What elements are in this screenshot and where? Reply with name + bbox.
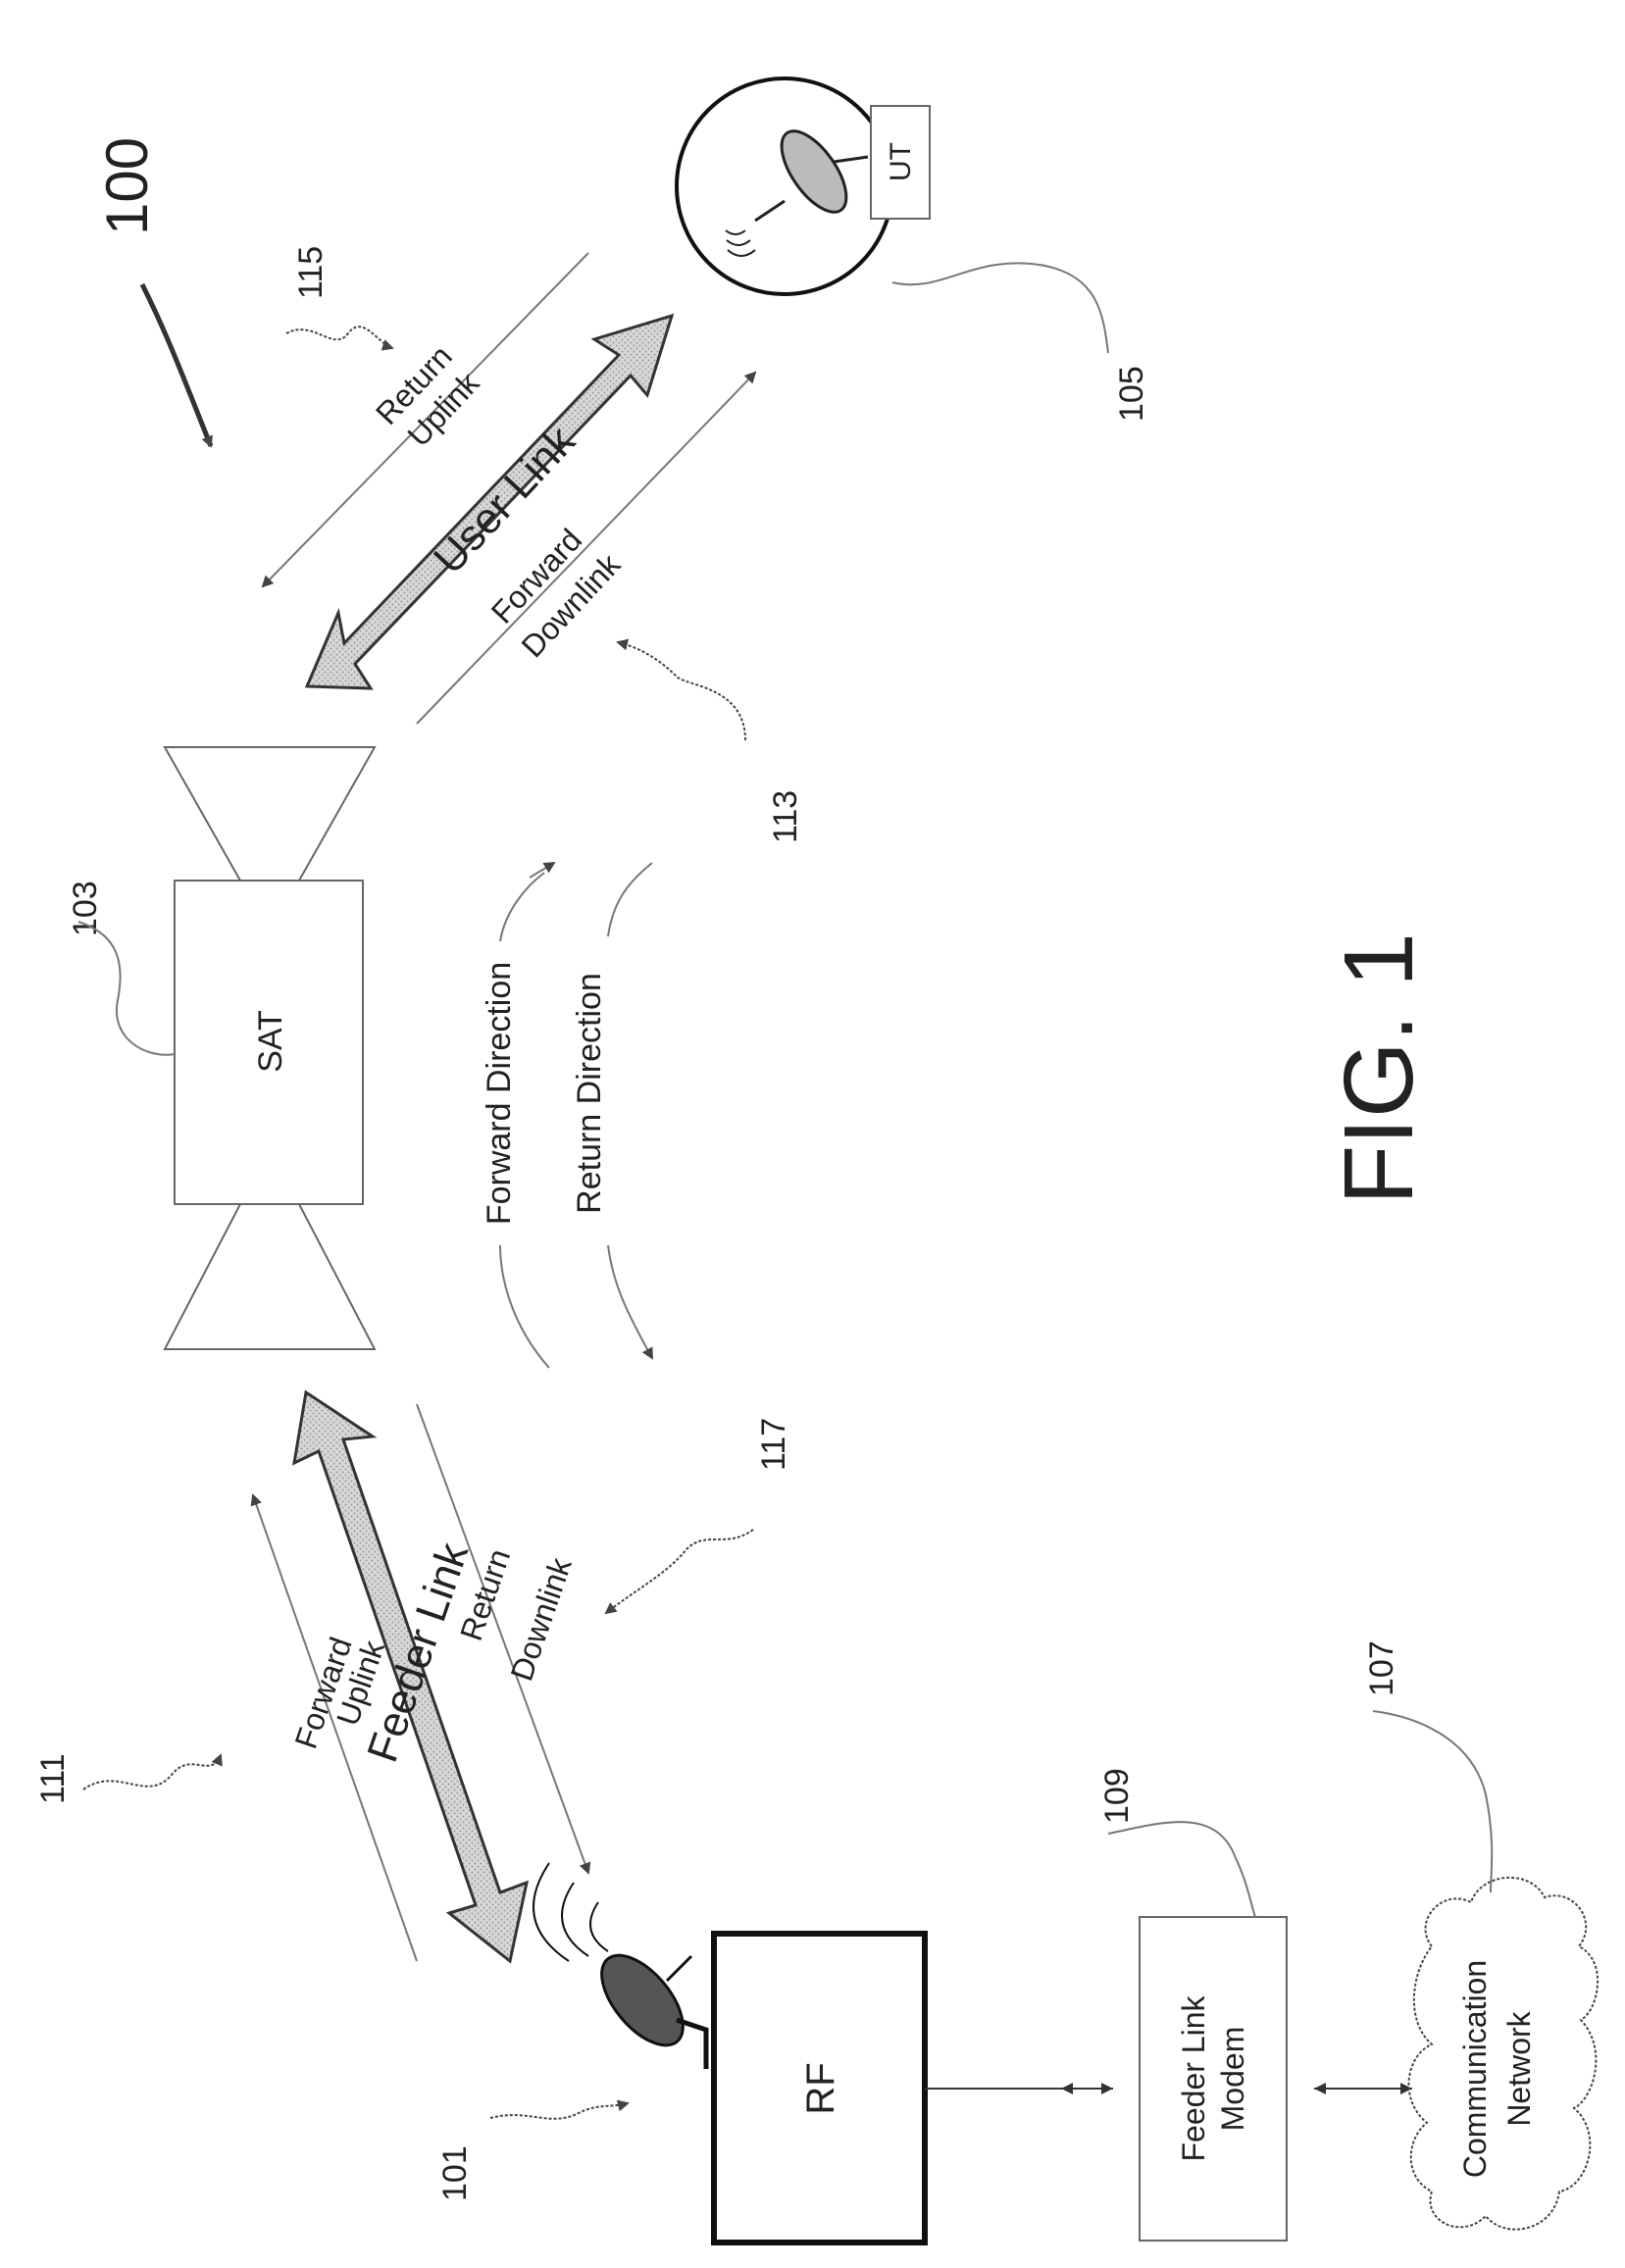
return-downlink-ref: 117 bbox=[755, 1418, 792, 1471]
return-downlink-label-2: Downlink bbox=[503, 1552, 579, 1685]
system-ref-label: 100 bbox=[94, 137, 160, 235]
network-label-2: Network bbox=[1501, 2010, 1537, 2126]
modem-ref: 109 bbox=[1098, 1768, 1136, 1824]
forward-uplink-ref-arrow bbox=[83, 1755, 221, 1789]
return-downlink-ref-arrow bbox=[606, 1530, 753, 1613]
return-uplink-ref-arrow bbox=[286, 327, 392, 348]
return-uplink-ref: 115 bbox=[292, 246, 330, 299]
user-terminal-ref-leader bbox=[892, 263, 1108, 353]
modem-label-1: Feeder Link bbox=[1176, 1995, 1211, 2162]
rf-ref: 101 bbox=[436, 2145, 474, 2201]
user-terminal-label: UT bbox=[885, 142, 917, 181]
modem-ref-leader bbox=[1108, 1822, 1255, 1917]
modem-box bbox=[1140, 1917, 1287, 2241]
rf-label: RF bbox=[799, 2062, 842, 2114]
network-label-1: Communication bbox=[1457, 1960, 1493, 2178]
satellite-ref: 103 bbox=[67, 881, 104, 936]
satellite-right-antenna bbox=[165, 1204, 375, 1349]
network-ref-leader bbox=[1373, 1711, 1492, 1892]
return-direction-arc bbox=[608, 863, 652, 1358]
rf-ref-arrow bbox=[490, 2103, 628, 2119]
user-terminal: UT bbox=[677, 78, 930, 294]
satellite-ref-leader bbox=[78, 922, 175, 1055]
satellite-label: SAT bbox=[252, 1010, 289, 1073]
forward-uplink-ref: 111 bbox=[34, 1753, 72, 1804]
forward-downlink-ref-arrow bbox=[618, 642, 745, 740]
figure-label: FIG. 1 bbox=[1324, 932, 1434, 1205]
system-ref-arrow bbox=[142, 284, 211, 446]
gateway-dish-icon bbox=[533, 1863, 706, 2069]
return-direction-label: Return Direction bbox=[571, 973, 608, 1214]
network-ref: 107 bbox=[1363, 1640, 1400, 1696]
satellite-left-antenna bbox=[165, 747, 375, 881]
forward-downlink-ref: 113 bbox=[767, 790, 804, 843]
satellite: SAT bbox=[165, 747, 375, 1349]
user-terminal-ref: 105 bbox=[1113, 366, 1150, 422]
modem-label-2: Modem bbox=[1215, 2027, 1250, 2132]
forward-direction-label: Forward Direction bbox=[481, 962, 518, 1225]
user-terminal-circle bbox=[677, 78, 892, 294]
